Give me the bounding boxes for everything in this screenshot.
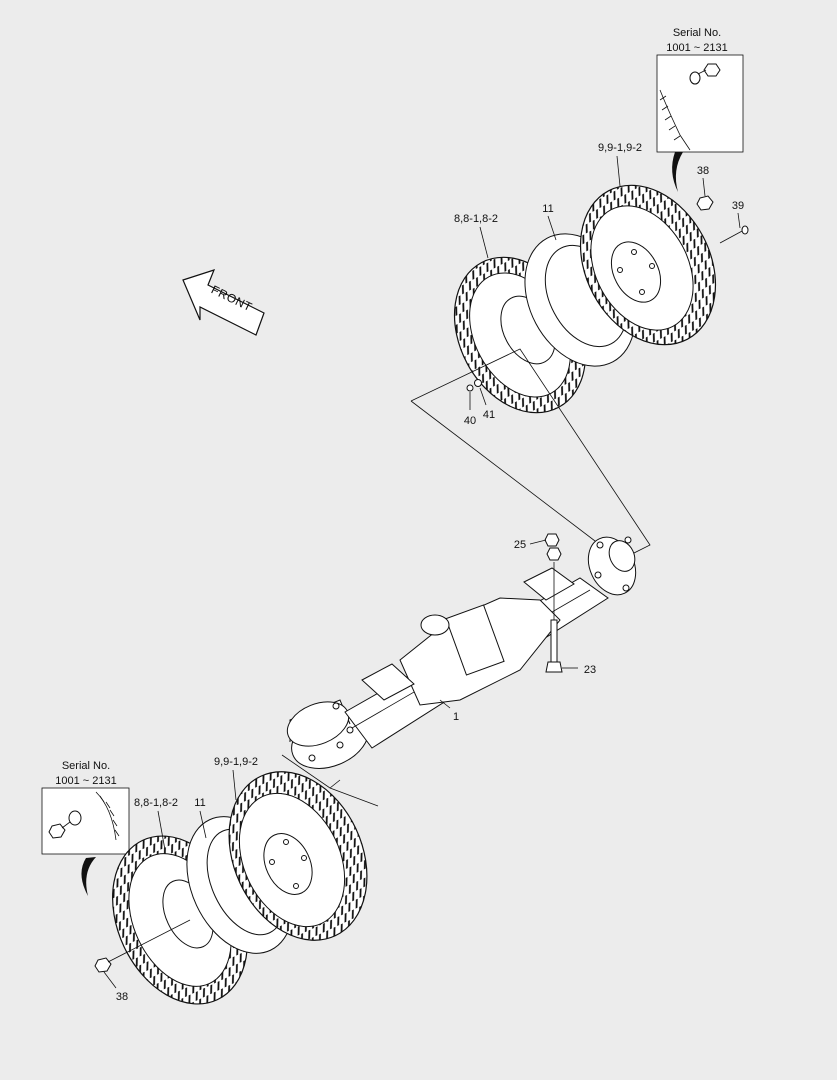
washer-icon: [689, 71, 701, 85]
callout-top-stud-a: 40: [464, 415, 476, 427]
callout-bottom-nut: 38: [116, 991, 128, 1003]
serial-bottom-line2: 1001 ~ 2131: [55, 775, 116, 787]
top-bolt: [741, 225, 749, 235]
top-callouts: 9,9-1,9-2 8,8-1,8-2 11 38 39 40 41: [454, 142, 744, 427]
bottom-wheel-assembly: [94, 771, 368, 1005]
callout-bottom-inner-tire: 8,8-1,8-2: [134, 797, 178, 809]
arrow-icon: [672, 152, 683, 192]
bottom-nut: [94, 957, 112, 973]
serial-bottom-line1: Serial No.: [62, 760, 110, 772]
callout-axle-bolt: 23: [584, 664, 596, 676]
axle-assembly: [286, 533, 637, 769]
callout-top-bolt: 39: [732, 200, 744, 212]
nut-icon: [703, 63, 721, 77]
callout-top-inner-tire: 8,8-1,8-2: [454, 213, 498, 225]
callout-axle-nuts: 25: [514, 539, 526, 551]
front-direction-arrow: FRONT: [182, 269, 265, 336]
bottom-callouts: 9,9-1,9-2 8,8-1,8-2 11 38: [103, 756, 258, 1003]
serial-top-line1: Serial No.: [673, 27, 721, 39]
callout-top-nut: 38: [697, 165, 709, 177]
callout-top-spacer: 11: [542, 203, 553, 215]
callout-axle: 1: [453, 711, 459, 723]
bottom-arrow-icon: [81, 857, 96, 896]
top-nut: [696, 195, 714, 211]
top-leader-frame: [410, 348, 651, 561]
serial-box-top: Serial No. 1001 ~ 2131: [656, 27, 744, 192]
callout-bottom-outer-tire: 9,9-1,9-2: [214, 756, 258, 768]
callout-top-outer-tire: 9,9-1,9-2: [598, 142, 642, 154]
serial-box-bottom: Serial No. 1001 ~ 2131: [41, 760, 130, 896]
top-wheel-assembly: [453, 184, 749, 414]
serial-top-line2: 1001 ~ 2131: [666, 42, 727, 54]
callout-bottom-spacer: 11: [194, 797, 205, 809]
axle-callouts: 25 23 1: [439, 539, 596, 723]
axle-bolt: [550, 619, 558, 663]
callout-top-stud-b: 41: [483, 409, 495, 421]
